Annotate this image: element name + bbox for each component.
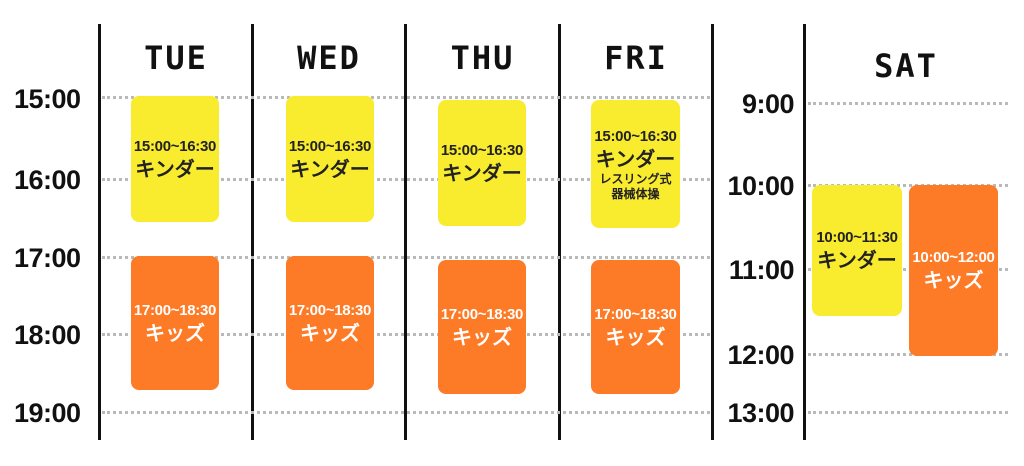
column-divider — [251, 24, 254, 440]
hour-gridline — [808, 184, 1008, 187]
time-label: 15:00 — [14, 84, 81, 114]
class-block-kinder-thu[interactable]: 15:00~16:30 キンダー — [438, 100, 526, 226]
class-block-kids-tue[interactable]: 17:00~18:30 キッズ — [131, 256, 219, 390]
class-block-kinder-wed[interactable]: 15:00~16:30 キンダー — [286, 96, 374, 222]
column-divider — [404, 24, 407, 440]
class-name: キッズ — [300, 320, 360, 345]
time-label: 16:00 — [14, 165, 81, 195]
column-divider — [558, 24, 561, 440]
day-header-tue: TUE — [144, 39, 208, 77]
class-name: キッズ — [145, 320, 205, 345]
class-block-kids-fri[interactable]: 17:00~18:30 キッズ — [591, 260, 680, 394]
class-time: 17:00~18:30 — [133, 301, 217, 319]
hour-gridline — [102, 178, 710, 181]
class-name: キンダー — [442, 160, 522, 185]
day-header-fri: FRI — [604, 39, 668, 77]
class-block-kids-wed[interactable]: 17:00~18:30 キッズ — [286, 256, 374, 390]
hour-gridline — [808, 353, 1008, 356]
class-subtitle: レスリング式 — [599, 171, 672, 186]
time-label: 12:00 — [727, 340, 794, 370]
class-block-kinder-tue[interactable]: 15:00~16:30 キンダー — [131, 96, 219, 222]
class-time: 15:00~16:30 — [594, 127, 677, 145]
class-name: キンダー — [595, 146, 676, 171]
time-label: 19:00 — [14, 398, 81, 428]
hour-gridline — [808, 268, 1008, 271]
column-divider — [803, 24, 806, 440]
time-label: 10:00 — [727, 171, 794, 201]
time-label: 13:00 — [727, 398, 794, 428]
class-time: 17:00~18:30 — [440, 305, 524, 323]
class-subtitle: 器械体操 — [611, 186, 660, 201]
class-time: 17:00~18:30 — [594, 305, 677, 323]
class-block-kinder-fri[interactable]: 15:00~16:30 キンダー レスリング式 器械体操 — [591, 100, 680, 228]
class-block-kids-thu[interactable]: 17:00~18:30 キッズ — [438, 260, 526, 394]
class-block-kids-sat[interactable]: 10:00~12:00 キッズ — [909, 185, 998, 356]
day-header-wed: WED — [297, 39, 361, 77]
hour-gridline — [102, 256, 710, 259]
hour-gridline — [808, 411, 1008, 414]
class-block-kinder-sat[interactable]: 10:00~11:30 キンダー — [812, 185, 902, 316]
class-time: 10:00~12:00 — [912, 249, 995, 266]
hour-gridline — [102, 96, 710, 99]
class-name: キッズ — [923, 268, 984, 292]
class-name: キンダー — [290, 156, 370, 181]
hour-gridline — [102, 411, 710, 414]
class-time: 10:00~11:30 — [816, 229, 898, 246]
class-time: 17:00~18:30 — [288, 301, 372, 319]
class-name: キンダー — [817, 248, 897, 272]
class-name: キッズ — [452, 324, 512, 349]
time-label: 18:00 — [14, 320, 81, 350]
time-label: 9:00 — [741, 89, 795, 119]
hour-gridline — [808, 102, 1008, 105]
time-label: 17:00 — [14, 243, 81, 273]
column-divider — [711, 24, 714, 440]
day-header-sat: SAT — [874, 47, 938, 85]
time-label: 11:00 — [728, 255, 795, 285]
class-time: 15:00~16:30 — [440, 141, 524, 159]
class-name: キンダー — [135, 156, 215, 181]
day-header-thu: THU — [450, 39, 515, 77]
class-time: 15:00~16:30 — [288, 137, 372, 155]
class-name: キッズ — [605, 324, 666, 349]
class-time: 15:00~16:30 — [133, 137, 217, 155]
hour-gridline — [102, 333, 710, 336]
column-divider — [98, 24, 101, 440]
